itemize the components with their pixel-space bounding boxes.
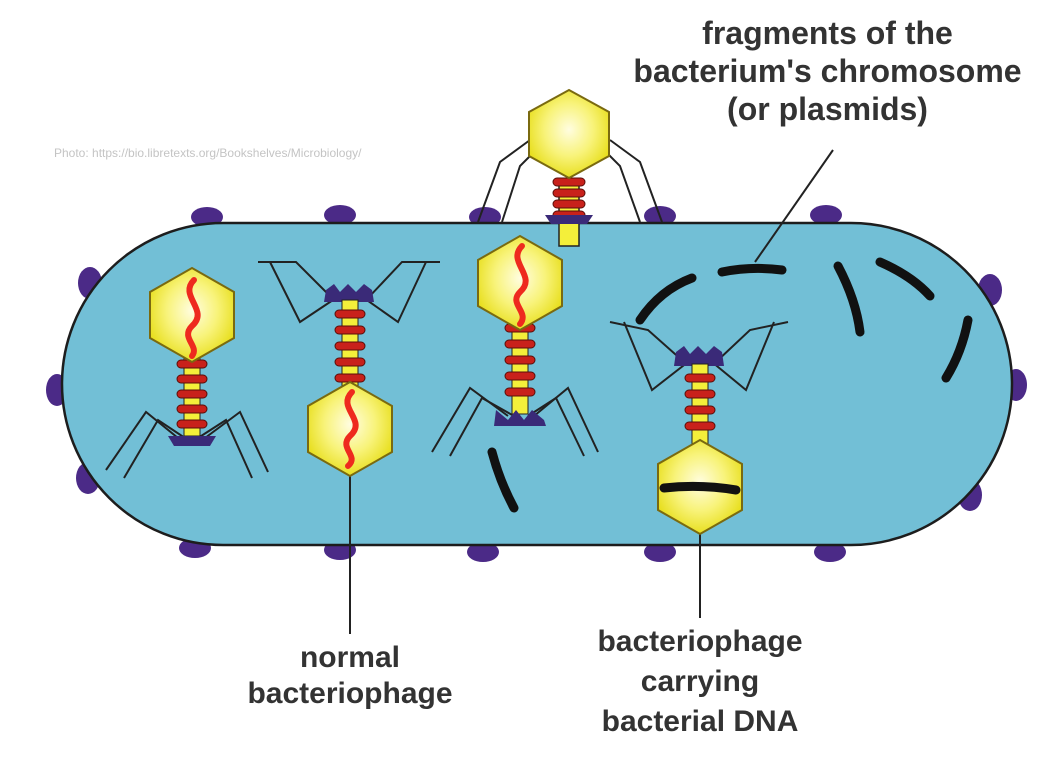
label-normal-bacteriophage: normal bacteriophage: [200, 640, 500, 712]
label-line: carrying: [640, 665, 760, 698]
label-line: bacterial DNA: [601, 705, 799, 738]
phage-normal-assembling-middle: [431, 234, 599, 457]
phage-carrying-bacterial-dna: [609, 321, 789, 536]
label-chromosome-fragments: fragments of the bacterium's chromosome …: [600, 14, 1055, 128]
phage-attached-injecting: [477, 88, 663, 247]
chromosome-fragments: [487, 257, 973, 513]
phage-normal-assembling-left: [105, 266, 269, 479]
label-line: fragments of the: [702, 15, 953, 51]
pointer-lines: [349, 149, 834, 634]
label-line: bacteriophage: [597, 625, 803, 658]
label-line: bacterium's chromosome: [633, 53, 1022, 89]
label-line: normal: [299, 641, 401, 674]
photo-credit: Photo: https://bio.libretexts.org/Booksh…: [54, 146, 362, 160]
label-bacteriophage-carrying-dna: bacteriophage carrying bacterial DNA: [540, 622, 860, 742]
label-line: bacteriophage: [247, 677, 453, 710]
bacterial-cell: [60, 221, 1014, 547]
phage-normal: [258, 261, 440, 478]
label-line: (or plasmids): [727, 91, 928, 127]
